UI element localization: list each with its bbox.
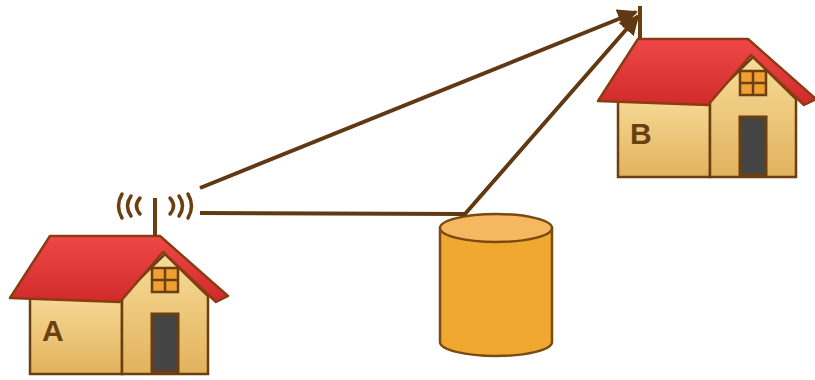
house-outline xyxy=(596,0,815,186)
door xyxy=(740,117,766,175)
window-frame xyxy=(740,71,766,95)
wave-arc xyxy=(188,194,192,218)
wave-arc xyxy=(170,198,174,214)
wave-arc xyxy=(179,196,183,216)
window-frame xyxy=(152,268,178,292)
antenna xyxy=(638,6,642,39)
cylinder-top xyxy=(440,214,552,242)
cylinder-body xyxy=(440,228,552,356)
signal-path xyxy=(200,12,636,188)
house-outline xyxy=(8,180,236,378)
side-wall xyxy=(30,292,122,374)
house-drawing xyxy=(10,236,228,374)
roof xyxy=(10,236,228,302)
house-node: B xyxy=(596,0,815,186)
wave-arc xyxy=(137,198,141,214)
signal-path xyxy=(200,16,638,214)
wave-arc xyxy=(128,196,132,216)
wave-arc xyxy=(119,194,123,218)
house-node: A xyxy=(8,180,236,378)
house-drawing xyxy=(598,39,815,177)
house-label: B xyxy=(630,119,652,149)
radio-waves xyxy=(119,194,192,218)
window xyxy=(152,268,178,292)
side-wall xyxy=(618,95,710,177)
window xyxy=(740,71,766,95)
reflector-cylinder xyxy=(440,214,552,356)
roof xyxy=(598,39,815,105)
antenna xyxy=(153,198,157,236)
house-label: A xyxy=(42,316,64,346)
door xyxy=(152,314,178,372)
